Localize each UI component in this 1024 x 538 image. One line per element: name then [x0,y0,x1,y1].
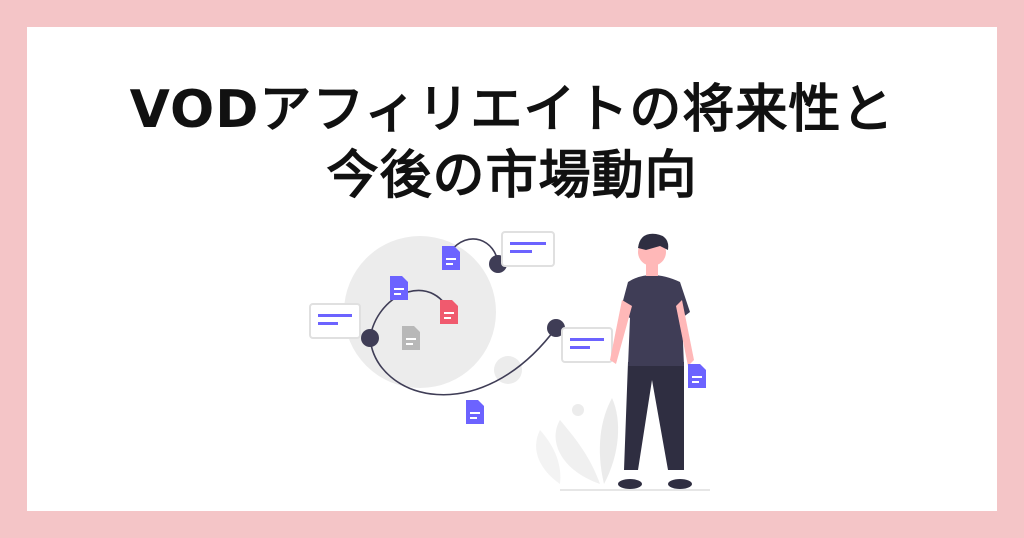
plant-decoration [536,398,619,484]
content-card: VODアフィリエイトの将来性と 今後の市場動向 [27,27,997,511]
document-icon [440,300,458,324]
person-figure [610,233,706,489]
page-title: VODアフィリエイトの将来性と 今後の市場動向 [27,77,997,209]
background-dot [494,356,522,384]
message-card-icon [309,303,361,339]
title-line-2: 今後の市場動向 [326,146,698,206]
background-dot-small [572,404,584,416]
message-card-icon [561,327,613,363]
message-card-icon [501,231,555,267]
title-line-1: VODアフィリエイトの将来性と [129,80,895,140]
document-icon [442,246,460,270]
background-blob [344,236,496,388]
connection-node [547,319,565,337]
document-icon [402,326,420,350]
document-icon [390,276,408,300]
connection-node [361,329,379,347]
document-icon [466,400,484,424]
